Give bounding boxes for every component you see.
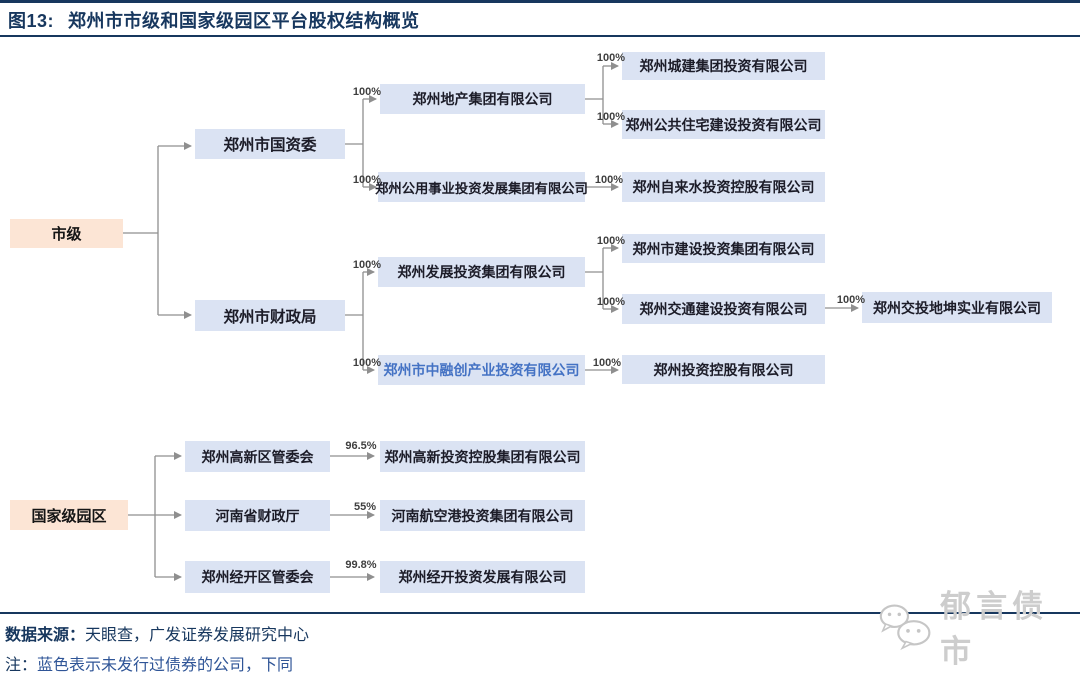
watermark-text: 郁言债市 (940, 589, 1049, 669)
ownership-percent-gongyong-zilaishui: 100% (594, 174, 624, 186)
org-node-touzikonggu: 郑州投资控股有限公司 (622, 355, 825, 384)
org-node-gaoxin-touzi: 郑州高新投资控股集团有限公司 (380, 441, 585, 472)
org-node-zilaishui: 郑州自来水投资控股有限公司 (622, 172, 825, 202)
org-node-gongyong: 郑州公用事业投资发展集团有限公司 (375, 172, 588, 202)
org-node-zhongrongchuang: 郑州市中融创产业投资有限公司 (378, 355, 585, 385)
note-text: 蓝色表示未发行过债券的公司，下同 (37, 657, 294, 674)
ownership-percent-jiaotong-dikun: 100% (836, 294, 866, 306)
note-line: 注：蓝色表示未发行过债券的公司，下同 (5, 651, 293, 675)
org-node-caizhengju: 郑州市财政局 (195, 300, 345, 331)
org-node-zhuzhai: 郑州公共住宅建设投资有限公司 (622, 110, 825, 139)
brand-watermark: 郁言债市 (874, 589, 1080, 669)
ownership-percent-gaoxin: 96.5% (345, 440, 377, 452)
org-node-gaoxin-guanweihui: 郑州高新区管委会 (185, 441, 330, 472)
ownership-percent-guoziwei-gongyong: 100% (352, 174, 382, 186)
org-node-guojiaji: 国家级园区 (10, 500, 128, 530)
org-node-jingkai-touzi: 郑州经开投资发展有限公司 (380, 561, 585, 593)
source-label: 数据来源： (5, 627, 86, 644)
ownership-percent-caizhengju-zhongrongchuang: 100% (352, 357, 382, 369)
org-node-guoziwei: 郑州市国资委 (195, 129, 345, 159)
org-node-dikun: 郑州交投地坤实业有限公司 (862, 292, 1052, 323)
org-node-shiji: 市级 (10, 219, 123, 248)
org-node-dichan: 郑州地产集团有限公司 (380, 84, 585, 114)
data-source-line: 数据来源：天眼查，广发证券发展研究中心 (5, 621, 309, 645)
ownership-percent-henan: 55% (353, 501, 377, 513)
figure-number: 图13: (8, 11, 55, 31)
org-node-jiaotong: 郑州交通建设投资有限公司 (622, 294, 825, 324)
footer-divider-rule (0, 612, 1080, 614)
org-node-chengjian: 郑州城建集团投资有限公司 (622, 52, 825, 80)
ownership-percent-jingkai: 99.8% (345, 559, 377, 571)
org-node-henan-caizhengting: 河南省财政厅 (185, 500, 330, 531)
top-border-rule (0, 0, 1080, 3)
figure-title: 郑州市市级和国家级园区平台股权结构概览 (68, 11, 420, 31)
ownership-percent-caizhengju-fazhan: 100% (352, 259, 382, 271)
header-divider-rule (0, 35, 1080, 37)
org-node-shijianshe: 郑州市建设投资集团有限公司 (622, 234, 825, 263)
ownership-percent-dichan-zhuzhai: 100% (596, 111, 626, 123)
ownership-percent-dichan-chengjian: 100% (596, 52, 626, 64)
ownership-percent-zhongrongchuang-touzikonggu: 100% (592, 357, 622, 369)
source-text: 天眼查，广发证券发展研究中心 (85, 627, 310, 644)
figure-header: 图13: 郑州市市级和国家级园区平台股权结构概览 (8, 8, 420, 32)
org-node-fazhan: 郑州发展投资集团有限公司 (378, 257, 585, 287)
org-node-jingkai-guanweihui: 郑州经开区管委会 (185, 561, 330, 593)
ownership-percent-guoziwei-dichan: 100% (352, 86, 382, 98)
ownership-percent-fazhan-jiaotong: 100% (596, 296, 626, 308)
org-node-hangkonggang: 河南航空港投资集团有限公司 (380, 500, 585, 531)
ownership-percent-fazhan-shijianshe: 100% (596, 235, 626, 247)
wechat-icon (879, 604, 931, 651)
note-label: 注： (5, 657, 38, 674)
